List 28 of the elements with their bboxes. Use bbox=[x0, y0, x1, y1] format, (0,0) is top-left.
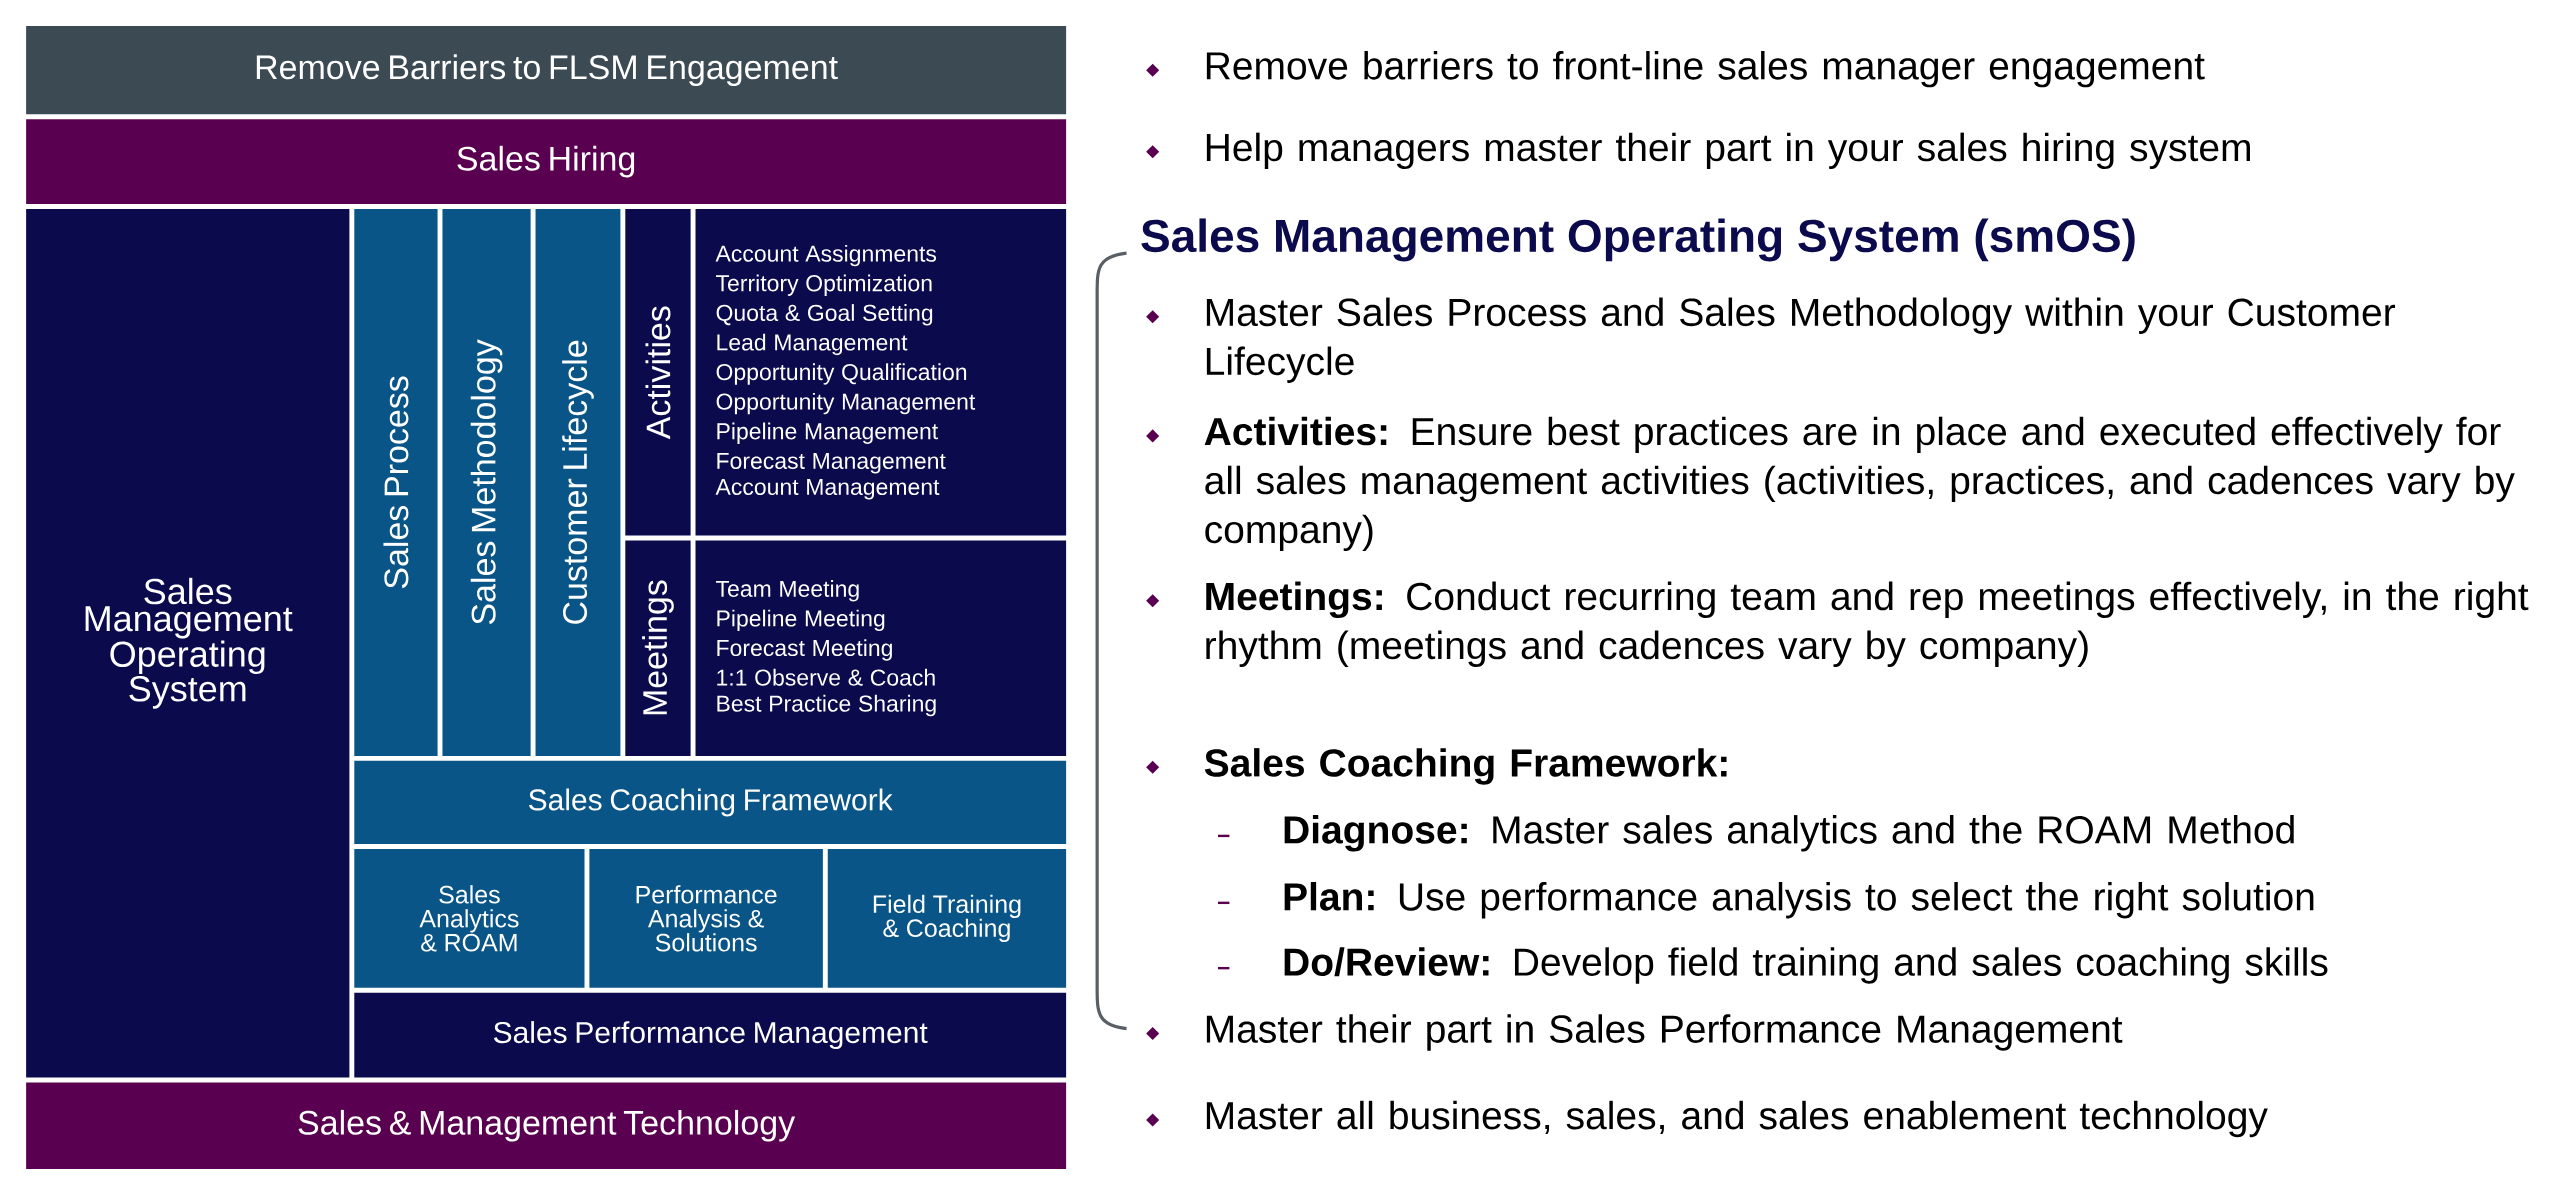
heading: Sales Management Operating System (smOS) bbox=[1141, 218, 2135, 262]
bullet-text: Plan: Use performance analysis to select the right solution bbox=[1284, 881, 2314, 919]
banner: Sales & Management Technology bbox=[26, 1082, 1067, 1169]
bullet-text: Meetings: Conduct recurring team and rep meetings effectively, in the right rhythm (meetings and cadences vary by company) bbox=[1206, 581, 2529, 667]
bullet-text: Master Sales Process and Sales Methodology within your Customer Lifecycle bbox=[1206, 297, 2396, 383]
column-box: Meetings bbox=[625, 540, 691, 756]
list-box: Team Meeting Pipeline Meeting Forecast Meeting 1:1 Observe & Coach Best Practice Sharing bbox=[695, 540, 1067, 756]
tile: Performance Analysis & Solutions bbox=[589, 848, 823, 988]
system-box: Sales Management Operating System bbox=[26, 208, 350, 1078]
list-box: Account Assignments Territory Optimization Quota & Goal Setting Lead Management Opportunity Qualification Opportunity Management Pipeline Management Forecast Management Account Management bbox=[695, 208, 1067, 536]
banner: Remove Barriers to FLSM Engagement bbox=[26, 25, 1067, 115]
framework-bar: Sales Performance Management bbox=[354, 992, 1067, 1078]
framework-bar: Sales Coaching Framework bbox=[354, 760, 1067, 844]
bullet-text: Activities: Ensure best practices are in place and executed effectively for all sales management activities (activities, practices, and cadences vary by company) bbox=[1204, 416, 2515, 551]
column-box: Sales Methodology bbox=[442, 208, 531, 756]
bullet-text: Master their part in Sales Performance Management bbox=[1206, 1014, 2123, 1051]
bullet-text: Help managers master their part in your sales hiring system bbox=[1206, 132, 2250, 169]
column-box: Sales Process bbox=[354, 208, 438, 756]
banner: Sales Hiring bbox=[26, 119, 1067, 204]
bullet-text: Master all business, sales, and sales enablement technology bbox=[1206, 1100, 2268, 1137]
bullet-text: Do/Review: Develop field training and sales coaching skills bbox=[1284, 947, 2328, 984]
tile: Field Training & Coaching bbox=[827, 848, 1067, 988]
bullet-text: Remove barriers to front-line sales manager engagement bbox=[1206, 50, 2205, 88]
bullet-text: Diagnose: Master sales analytics and the ROAM Method bbox=[1284, 814, 2294, 852]
column-box: Activities bbox=[625, 208, 691, 536]
tile: Sales Analytics & ROAM bbox=[354, 848, 585, 988]
column-box: Customer Lifecycle bbox=[535, 208, 621, 756]
bullet-text: Sales Coaching Framework: bbox=[1204, 748, 1727, 785]
